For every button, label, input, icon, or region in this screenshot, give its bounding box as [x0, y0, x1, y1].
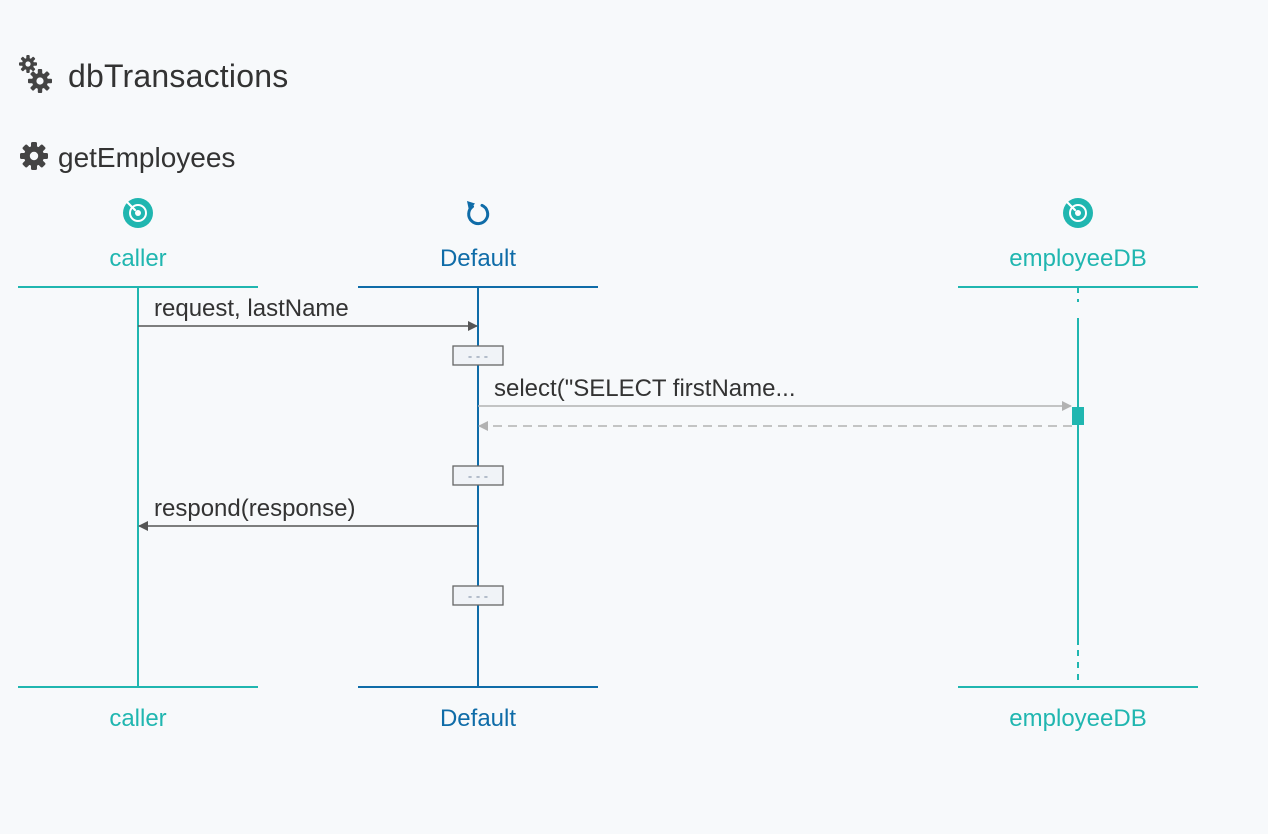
message-respond[interactable]: respond(response)	[138, 495, 478, 531]
collapsed-block[interactable]: - - -	[452, 465, 504, 486]
function-title: getEmployees	[58, 142, 236, 173]
collapsed-block-label: - - -	[468, 349, 488, 364]
lifeline-caller-label-bottom: caller	[109, 705, 166, 732]
lifeline-caller: caller caller	[18, 198, 258, 732]
message-select-label: select("SELECT firstName...	[494, 375, 796, 402]
gear-icon	[18, 140, 50, 177]
message-select[interactable]: select("SELECT firstName...	[478, 375, 1072, 411]
lifeline-employeedb-label-bottom: employeeDB	[1009, 705, 1146, 732]
module-header: dbTransactions	[18, 52, 288, 100]
collapsed-block[interactable]: - - -	[452, 585, 504, 606]
activation-bar	[1072, 407, 1084, 425]
gears-icon	[18, 54, 54, 99]
module-title: dbTransactions	[68, 57, 289, 94]
worker-icon	[467, 201, 490, 226]
collapsed-block[interactable]: - - -	[452, 345, 504, 366]
endpoint-icon	[1063, 198, 1093, 228]
collapsed-block-label: - - -	[468, 469, 488, 484]
message-request-label: request, lastName	[154, 295, 349, 322]
lifeline-default-label-bottom: Default	[440, 705, 516, 732]
endpoint-icon	[123, 198, 153, 228]
message-request[interactable]: request, lastName	[138, 295, 478, 331]
message-respond-label: respond(response)	[154, 495, 355, 522]
collapsed-block-label: - - -	[468, 589, 488, 604]
lifeline-employeedb: employeeDB employeeDB	[958, 198, 1198, 732]
lifeline-default-label-top: Default	[440, 245, 516, 272]
lifeline-default: Default Default	[358, 201, 598, 732]
lifeline-employeedb-label-top: employeeDB	[1009, 245, 1146, 272]
lifeline-caller-label-top: caller	[109, 245, 166, 272]
function-header: getEmployees	[18, 140, 235, 176]
